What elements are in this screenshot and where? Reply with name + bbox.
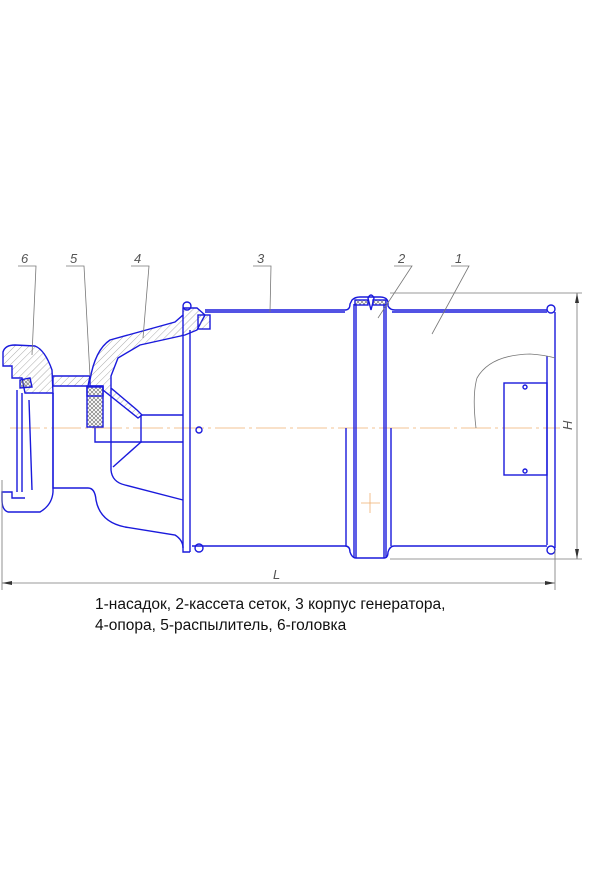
support-part-4 (87, 301, 211, 553)
body-part-3 (192, 296, 547, 559)
part-leaders (18, 265, 470, 377)
caption-line-2: 4-опора, 5-распылитель, 6-головка (95, 617, 347, 634)
label-part-6: 6 (21, 251, 29, 266)
head-part-6 (1, 344, 88, 513)
dimension-lines: L H (1, 292, 582, 590)
label-part-1: 1 (455, 251, 462, 266)
dimension-length-label: L (273, 567, 280, 582)
caption-line-1: 1-насадок, 2-кассета сеток, 3 корпус ген… (95, 596, 446, 613)
label-part-3: 3 (257, 251, 265, 266)
label-part-5: 5 (70, 251, 78, 266)
label-part-2: 2 (397, 251, 406, 266)
sprayer-part-5 (52, 375, 142, 443)
nozzle-part-1 (473, 304, 556, 555)
cassette-part-2 (353, 294, 387, 558)
dimension-height-label: H (560, 420, 575, 430)
label-part-4: 4 (134, 251, 141, 266)
